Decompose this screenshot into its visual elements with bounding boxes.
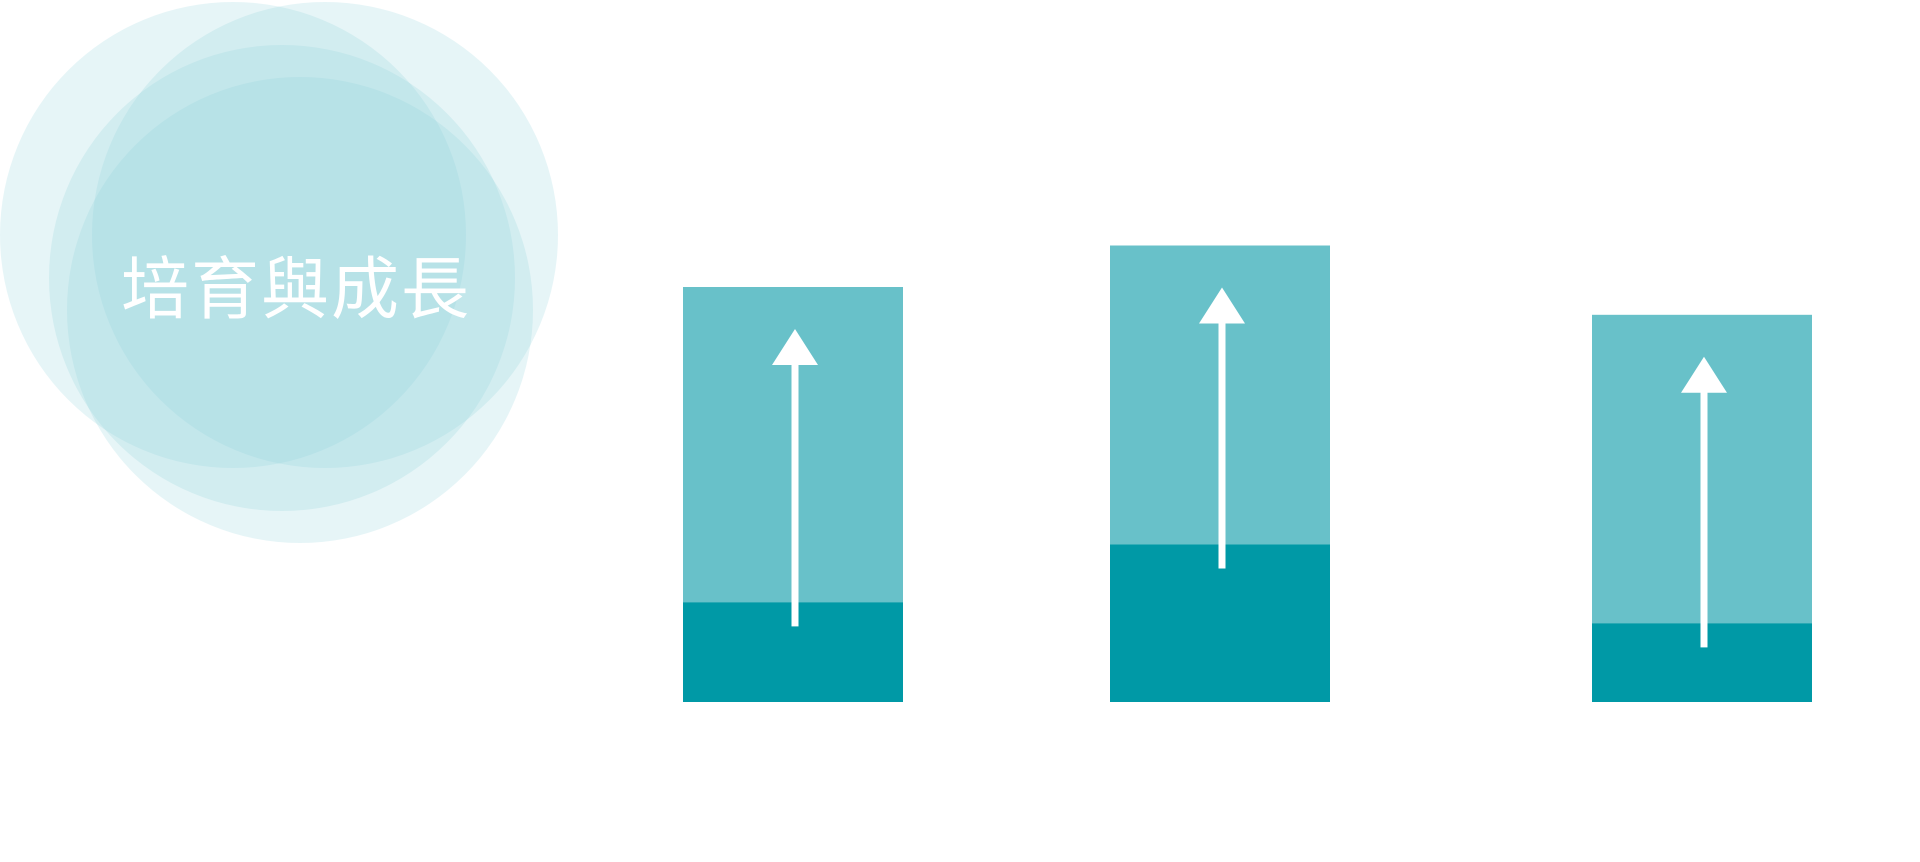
decorative-circles [0, 2, 558, 543]
bar-2 [1110, 245, 1330, 702]
bar-3 [1592, 314, 1812, 702]
arrow-head [772, 329, 818, 365]
arrow-shaft [1700, 391, 1708, 648]
circle-3 [49, 45, 515, 511]
circle-4 [67, 77, 533, 543]
circle-2 [92, 2, 558, 468]
up-arrow-icon [1199, 287, 1245, 569]
bar-2-base [1110, 544, 1330, 702]
arrow-shaft [791, 364, 799, 627]
bars-group [683, 245, 1812, 702]
arrow-head [1199, 287, 1245, 324]
arrow-shaft [1218, 322, 1226, 569]
bar-1 [683, 287, 903, 702]
circle-1 [0, 2, 466, 468]
diagram-title: 培育與成長 [121, 251, 471, 330]
arrow-head [1681, 356, 1727, 393]
up-arrow-icon [1681, 356, 1727, 648]
up-arrow-icon [772, 329, 818, 627]
